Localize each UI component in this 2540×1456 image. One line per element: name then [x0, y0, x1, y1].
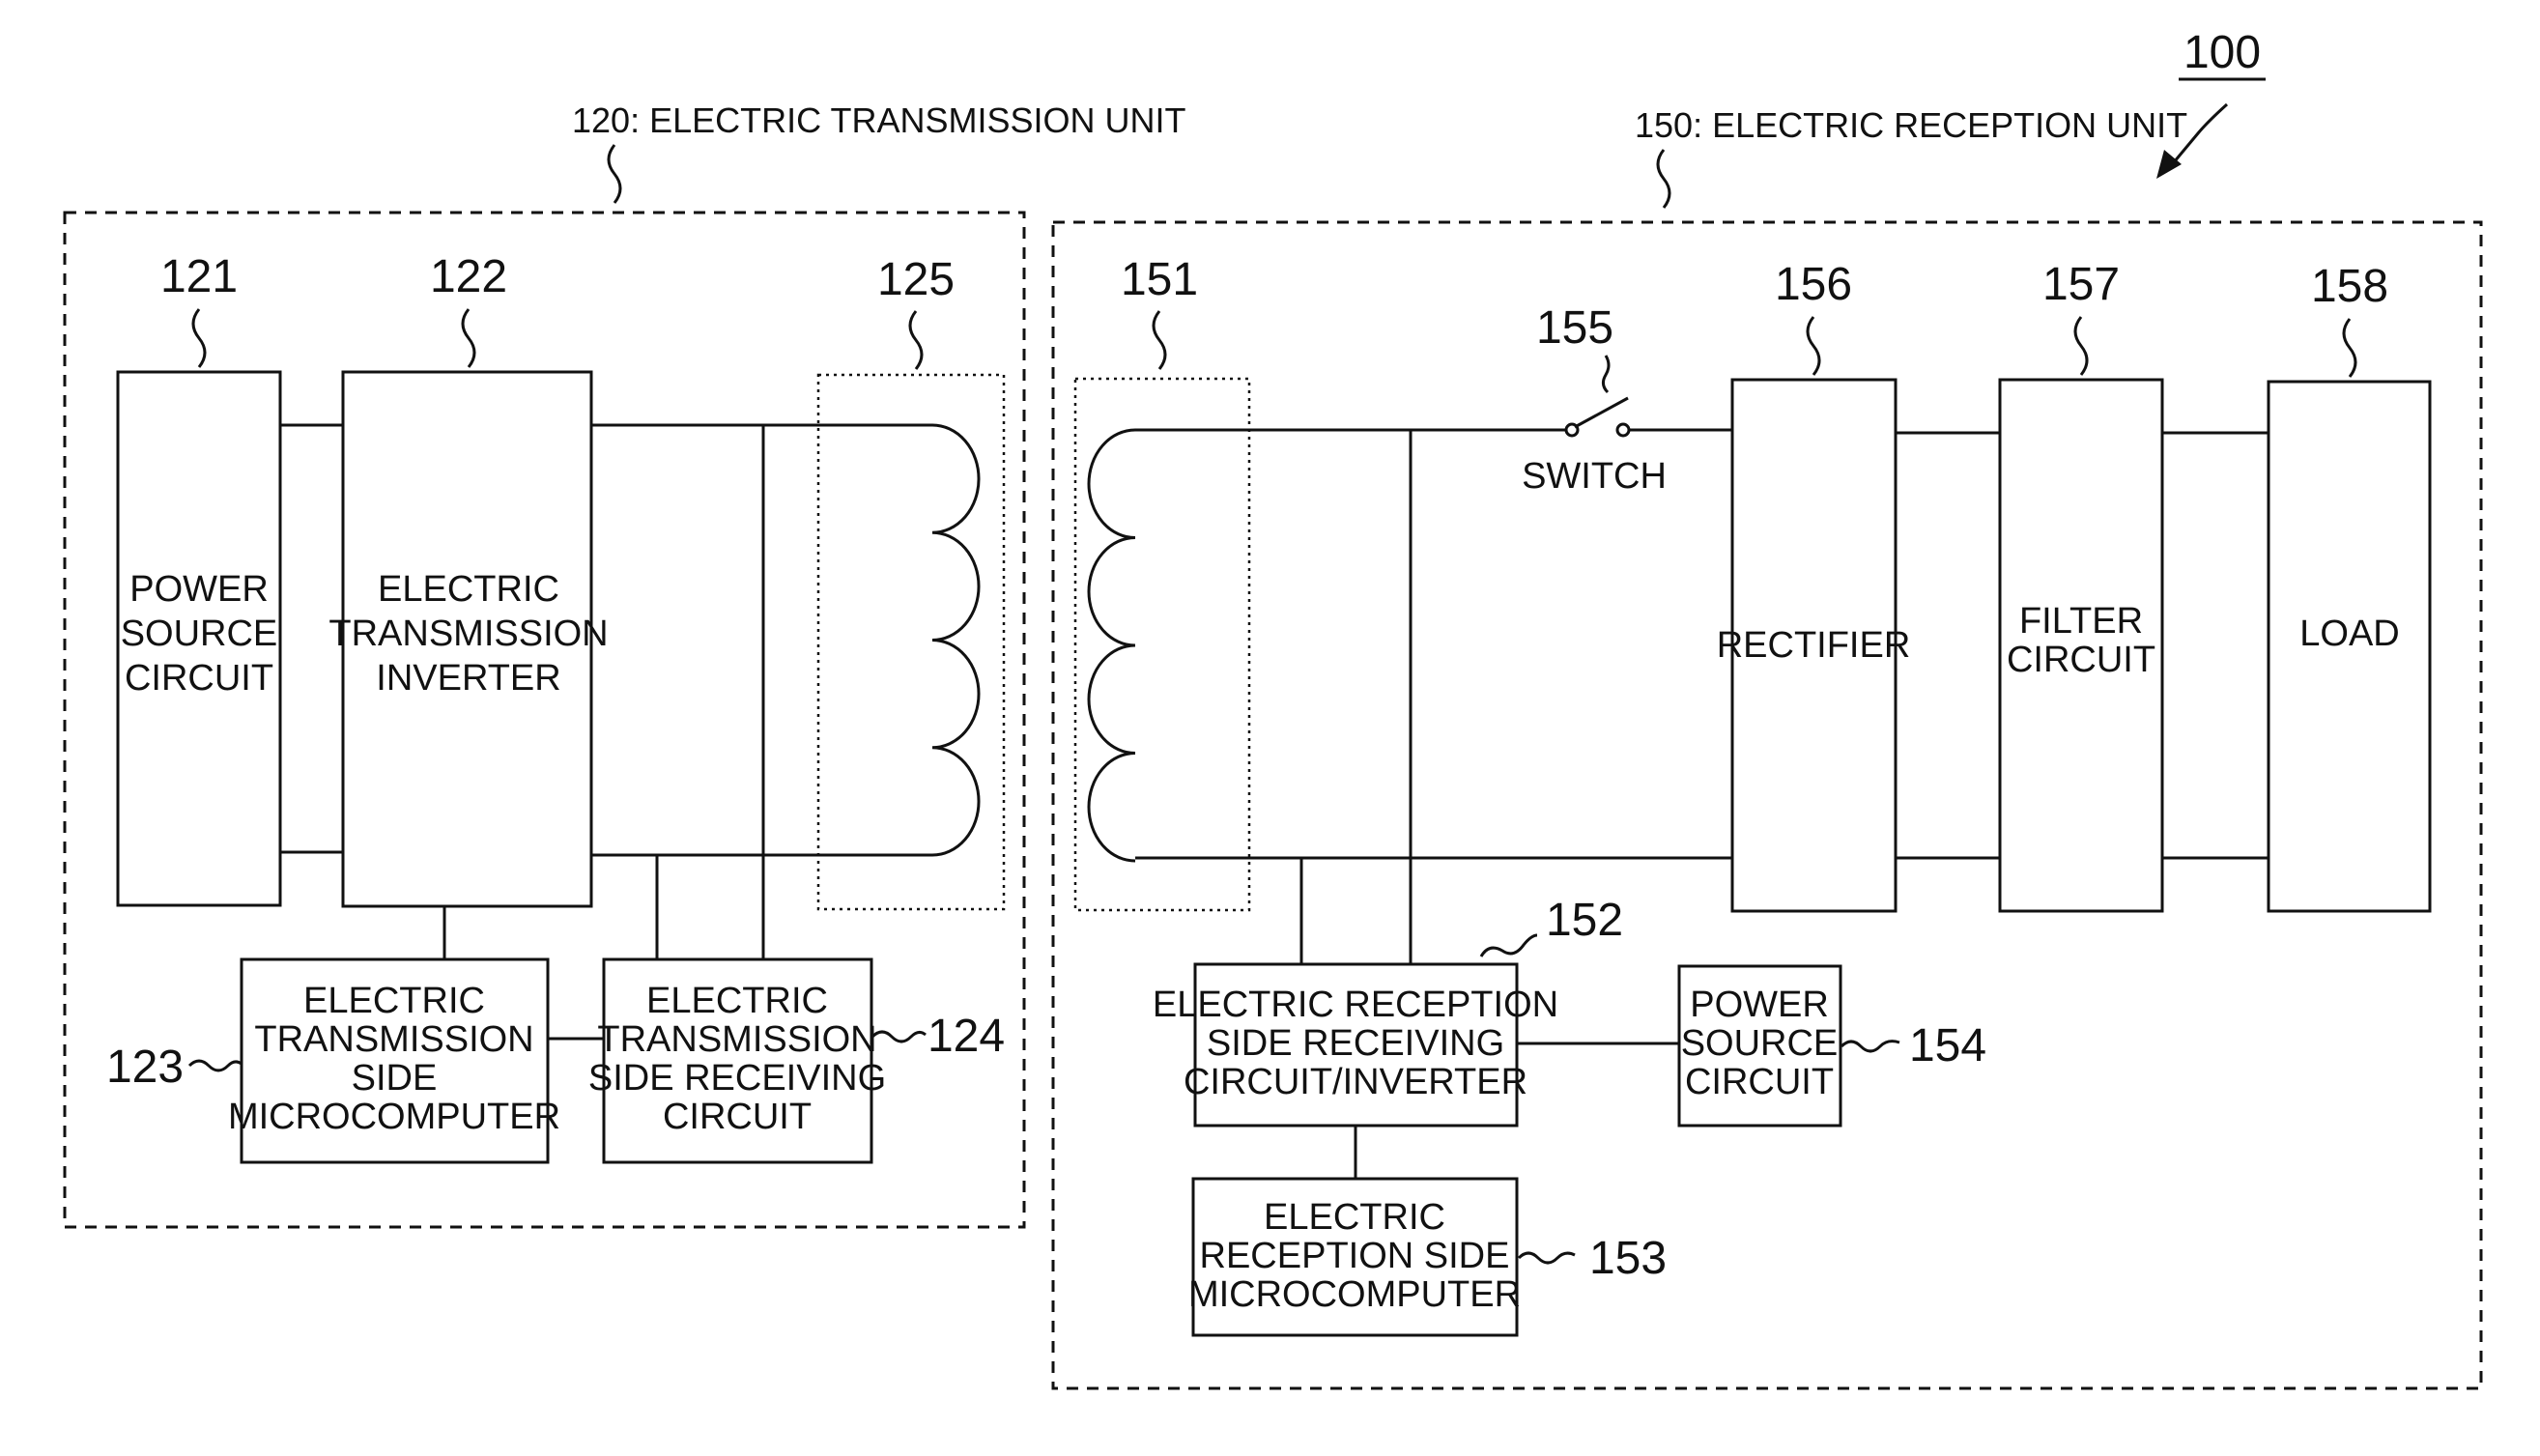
svg-text:ELECTRIC: ELECTRIC — [1264, 1197, 1445, 1238]
rectifier-text: RECTIFIER — [1717, 625, 1911, 666]
leader-156 — [1808, 317, 1819, 375]
svg-text:SIDE RECEIVING: SIDE RECEIVING — [588, 1058, 886, 1099]
leader-124 — [872, 1032, 926, 1042]
reception-unit-leader — [1658, 150, 1670, 208]
transmission-unit-label: 120: ELECTRIC TRANSMISSION UNIT — [572, 100, 1185, 140]
ref-122: 122 — [430, 251, 507, 302]
ref-124: 124 — [928, 1011, 1005, 1062]
ref-153: 153 — [1589, 1233, 1667, 1284]
svg-text:SIDE: SIDE — [352, 1058, 438, 1099]
svg-text:ELECTRIC: ELECTRIC — [303, 981, 485, 1021]
ref-152: 152 — [1546, 895, 1623, 946]
svg-text:TRANSMISSION: TRANSMISSION — [254, 1019, 533, 1060]
switch-label: SWITCH — [1522, 456, 1667, 497]
svg-text:TRANSMISSION: TRANSMISSION — [597, 1019, 876, 1060]
leader-152 — [1481, 935, 1537, 956]
svg-text:MICROCOMPUTER: MICROCOMPUTER — [1188, 1274, 1521, 1315]
leader-122 — [463, 309, 474, 367]
transmission-unit-leader — [609, 145, 620, 203]
figure-ref-arrowhead — [2156, 150, 2182, 179]
svg-text:RECEPTION SIDE: RECEPTION SIDE — [1200, 1236, 1510, 1276]
leader-154 — [1841, 1042, 1899, 1051]
svg-text:SIDE RECEIVING: SIDE RECEIVING — [1207, 1023, 1504, 1064]
transmission-coil — [818, 375, 1004, 909]
leader-151 — [1154, 311, 1165, 369]
svg-text:SOURCE: SOURCE — [1681, 1023, 1839, 1064]
svg-text:FILTER: FILTER — [2019, 601, 2143, 642]
svg-text:CIRCUIT: CIRCUIT — [2007, 640, 2155, 680]
svg-text:CIRCUIT: CIRCUIT — [125, 658, 273, 699]
filter-circuit-text: FILTER CIRCUIT — [2007, 601, 2155, 680]
reception-power-source-text: POWER SOURCE CIRCUIT — [1681, 985, 1839, 1102]
ref-157: 157 — [2042, 259, 2120, 310]
svg-text:CIRCUIT: CIRCUIT — [663, 1097, 812, 1137]
reception-receiving-inverter-text: ELECTRIC RECEPTION SIDE RECEIVING CIRCUI… — [1153, 985, 1558, 1102]
switch-symbol — [1566, 398, 1629, 436]
svg-text:TRANSMISSION: TRANSMISSION — [328, 614, 608, 654]
svg-text:ELECTRIC RECEPTION: ELECTRIC RECEPTION — [1153, 985, 1558, 1025]
leader-153 — [1519, 1253, 1575, 1263]
ref-158: 158 — [2311, 261, 2388, 312]
ref-154: 154 — [1909, 1020, 1986, 1071]
load-text: LOAD — [2299, 614, 2399, 654]
svg-text:ELECTRIC: ELECTRIC — [646, 981, 828, 1021]
leader-123 — [189, 1061, 242, 1071]
leader-157 — [2075, 317, 2087, 375]
leader-155 — [1603, 356, 1609, 392]
leader-158 — [2344, 319, 2355, 377]
svg-text:CIRCUIT/INVERTER: CIRCUIT/INVERTER — [1184, 1062, 1527, 1102]
svg-text:MICROCOMPUTER: MICROCOMPUTER — [228, 1097, 560, 1137]
reception-coil — [1075, 379, 1249, 910]
figure-ref-100: 100 — [2183, 27, 2261, 78]
leader-125 — [910, 311, 922, 369]
reception-unit-label: 150: ELECTRIC RECEPTION UNIT — [1635, 105, 2187, 145]
ref-155: 155 — [1536, 302, 1613, 354]
svg-text:SOURCE: SOURCE — [121, 614, 278, 654]
svg-text:ELECTRIC: ELECTRIC — [378, 569, 559, 610]
ref-123: 123 — [106, 1042, 184, 1093]
svg-text:POWER: POWER — [129, 569, 269, 610]
ref-121: 121 — [160, 251, 238, 302]
svg-text:POWER: POWER — [1690, 985, 1829, 1025]
power-source-circuit-text: POWER SOURCE CIRCUIT — [121, 569, 278, 699]
ref-156: 156 — [1775, 259, 1852, 310]
svg-text:INVERTER: INVERTER — [376, 658, 560, 699]
ref-151: 151 — [1121, 254, 1198, 305]
ref-125: 125 — [877, 254, 955, 305]
svg-text:CIRCUIT: CIRCUIT — [1685, 1062, 1834, 1102]
leader-121 — [193, 309, 205, 367]
